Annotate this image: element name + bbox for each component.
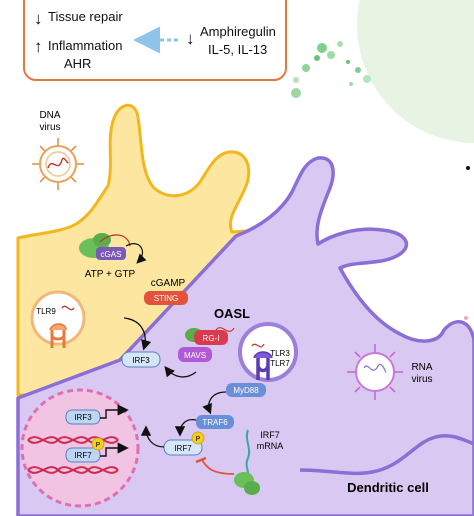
il-label: IL-5, IL-13: [208, 42, 267, 57]
tlr3-label: TLR3: [270, 349, 290, 358]
mavs-to-irf3-arrow: [164, 365, 197, 378]
green-cell-background: [357, 0, 474, 143]
mavs-label: MAVS: [184, 351, 206, 360]
nucleus-irf7-label: IRF7: [74, 451, 92, 460]
irf7-mrna: IRF7 mRNA: [245, 429, 284, 479]
nucleus-phospho-label: P: [96, 442, 101, 449]
inhibition-bar-icon: [195, 456, 207, 464]
effects-box: ↓ Tissue repair ↑ Inflammation AHR ↓ Amp…: [23, 0, 287, 81]
dendritic-cell-lobe: [299, 434, 474, 476]
tlr9-endosome: TLR9: [30, 290, 86, 348]
traf6-protein: TRAF6: [196, 415, 234, 429]
inflammation-label: Inflammation: [48, 38, 122, 53]
dna-virus: DNA virus: [32, 110, 84, 190]
svg-text:RNA: RNA: [411, 362, 432, 373]
svg-text:DNA: DNA: [39, 110, 60, 121]
ahr-label: AHR: [64, 56, 91, 71]
phospho-label: P: [196, 436, 201, 443]
myd88-to-traf6-arrow: [202, 391, 227, 415]
down-arrow-icon: ↓: [34, 9, 43, 28]
tissue-repair-label: Tissue repair: [48, 9, 123, 24]
nucleus: IRF3 IRF7 P: [20, 388, 140, 508]
sting-label: STING: [154, 294, 178, 303]
atp-gtp-label: ATP + GTP: [85, 269, 136, 280]
down-arrow-icon-2: ↓: [186, 29, 195, 48]
irf7-cytoplasmic: IRF7 P: [163, 431, 205, 456]
oasl-label: OASL: [214, 306, 250, 321]
tlr9-label: TLR9: [36, 307, 56, 316]
svg-text:mRNA: mRNA: [257, 441, 284, 451]
svg-text:IRF7: IRF7: [260, 430, 280, 440]
nucleus-irf3-label: IRF3: [74, 413, 92, 422]
dendritic-cell-label: Dendritic cell: [347, 480, 429, 495]
myd88-protein: MyD88: [226, 383, 266, 397]
tlr7-label: TLR7: [270, 359, 290, 368]
cgas-label: cGAS: [101, 250, 122, 259]
tlr3-tlr7-endosome: TLR3 TLR7: [238, 322, 298, 382]
cgas-enzyme: cGAS: [79, 233, 147, 264]
myd88-label: MyD88: [233, 386, 259, 395]
sting-protein: STING: [144, 291, 188, 305]
svg-text:virus: virus: [411, 374, 432, 385]
traf6-to-irf7-arrow: [174, 418, 197, 437]
rna-virus: RNA virus: [347, 344, 433, 400]
irf7-to-nucleus-arrow: [140, 425, 165, 448]
cgamp-label: cGAMP: [151, 278, 186, 289]
up-arrow-icon: ↑: [34, 37, 43, 56]
secreted-particles: [291, 41, 371, 98]
rigi-mavs-complex: RG-I MAVS: [178, 327, 235, 362]
irf3-label: IRF3: [132, 356, 150, 365]
amphiregulin-label: Amphiregulin: [200, 24, 276, 39]
rigi-label: RG-I: [203, 334, 220, 343]
edge-mark: [466, 166, 470, 170]
oasl-green-protein: [234, 472, 260, 495]
irf3-cytoplasmic: IRF3: [121, 351, 161, 368]
irf7-label: IRF7: [174, 444, 192, 453]
sting-to-irf3-arrow: [123, 317, 152, 351]
svg-text:virus: virus: [39, 122, 60, 133]
traf6-label: TRAF6: [202, 418, 228, 427]
inhibition-line: [201, 459, 235, 475]
